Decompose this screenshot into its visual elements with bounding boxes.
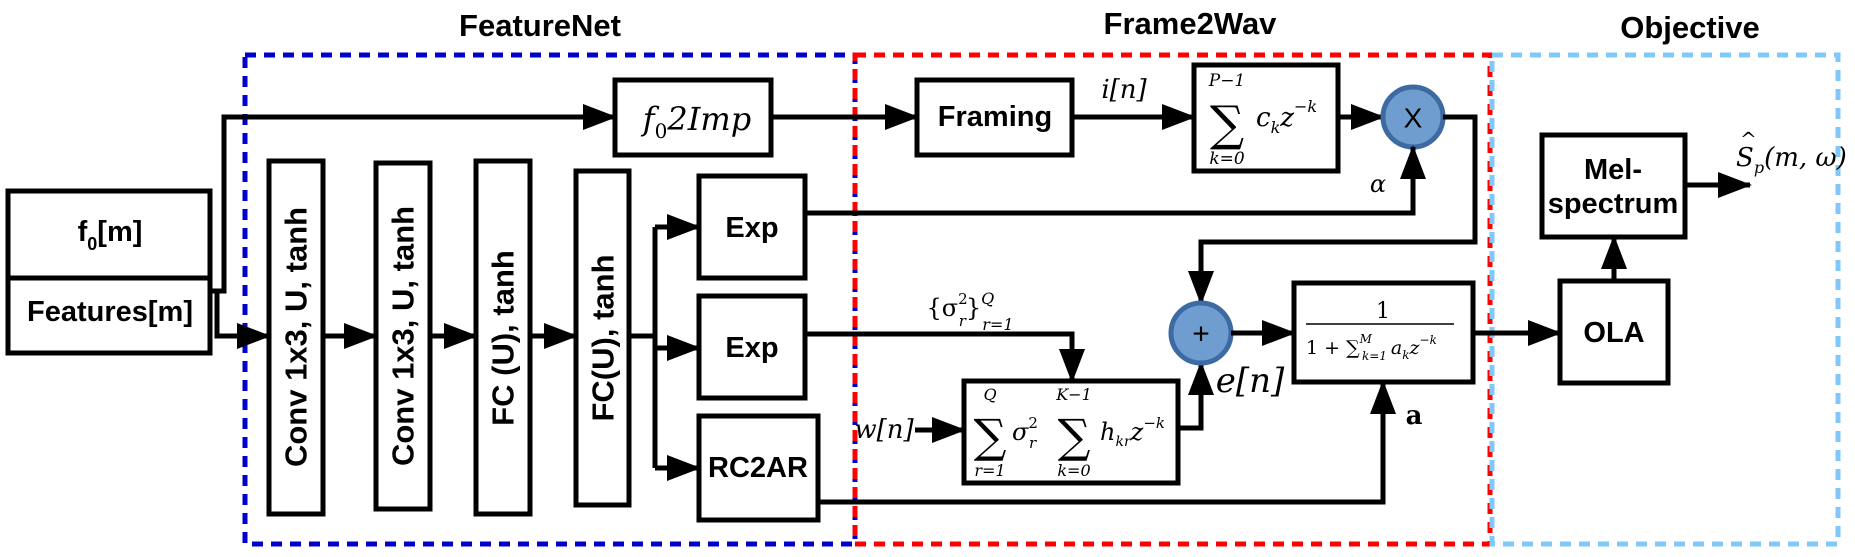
frame2wav-title: Frame2Wav (1104, 6, 1278, 41)
exp1-to-multiply-arrow (805, 145, 1426, 216)
exp2-label: Exp (725, 332, 778, 364)
noise-input-label: w[n] (854, 415, 914, 445)
fc2-label: FC(U), tanh (586, 254, 621, 421)
impulse-train-label: i[n] (1101, 75, 1147, 105)
rc2ar-label: RC2AR (708, 452, 808, 484)
svg-text:r=1: r=1 (974, 461, 1005, 480)
lpc-coefficients-label: a (1406, 401, 1423, 431)
mel-spectrum-block (1539, 132, 1688, 240)
f0-input-label: f0[m] (78, 216, 143, 254)
svg-text:k=0: k=0 (1209, 149, 1245, 169)
featurenet-title: FeatureNet (459, 8, 621, 43)
objective-title: Objective (1620, 10, 1760, 45)
exp2-block (696, 293, 808, 401)
svg-text:K−1: K−1 (1055, 385, 1092, 404)
framing-block (914, 77, 1075, 158)
f02imp-block (612, 77, 774, 158)
objective-region (1489, 52, 1841, 547)
conv2-label: Conv 1x3, U, tanh (386, 206, 421, 466)
add-symbol: + (1192, 318, 1210, 351)
mel-label-line2: spectrum (1548, 188, 1679, 220)
excitation-label: e[n] (1216, 361, 1285, 401)
svg-text:σ2r: σ2r (1012, 414, 1038, 452)
pulse-filter-formula: P−1 ∑ k=0 ckz−k (1208, 71, 1317, 169)
svg-text:^: ^ (1740, 127, 1757, 151)
alpha-label: α (1370, 170, 1386, 198)
svg-text:k=0: k=0 (1057, 461, 1090, 480)
fc1-label: FC (U), tanh (486, 250, 521, 426)
svg-text:Q: Q (983, 385, 996, 404)
noise-filter-block (961, 378, 1181, 486)
ola-label: OLA (1583, 317, 1644, 349)
exp2-to-noise-filter-arrow (805, 331, 1085, 383)
conv2-block (373, 160, 433, 512)
conv1-block (266, 158, 326, 517)
exp1-block (696, 173, 808, 281)
svg-text:Sp(m, ω): Sp(m, ω) (1736, 143, 1847, 177)
predicted-spectrum-label: ^ Sp(m, ω) (1736, 127, 1847, 177)
svg-text:ckz−k: ckz−k (1256, 97, 1317, 137)
noise-to-add-arrow (1178, 361, 1214, 431)
multiply-symbol: X (1404, 103, 1423, 134)
allpole-filter-block (1291, 280, 1476, 385)
svg-text:∑: ∑ (1210, 96, 1244, 152)
svg-text:P−1: P−1 (1208, 71, 1246, 91)
mel-label-line1: Mel- (1584, 154, 1642, 186)
features-to-conv-arrow (210, 288, 271, 349)
input-block: f0[m] Features[m] (5, 188, 213, 356)
fc1-block (473, 158, 533, 517)
framing-label: Framing (938, 101, 1052, 133)
featurenet-region (242, 52, 858, 547)
rc2ar-block (696, 413, 821, 523)
svg-text:1: 1 (1376, 299, 1390, 324)
ola-block (1557, 278, 1671, 386)
rc2ar-to-allpole-arrow (818, 380, 1396, 505)
svg-text:∑: ∑ (1058, 409, 1091, 463)
features-input-label: Features[m] (27, 296, 193, 328)
voiced-to-add-arrow (1188, 114, 1478, 305)
svg-text:hkrz−k: hkrz−k (1100, 414, 1165, 450)
conv1-label: Conv 1x3, U, tanh (279, 207, 314, 467)
exp1-label: Exp (725, 212, 778, 244)
svg-text:∑: ∑ (974, 409, 1007, 463)
